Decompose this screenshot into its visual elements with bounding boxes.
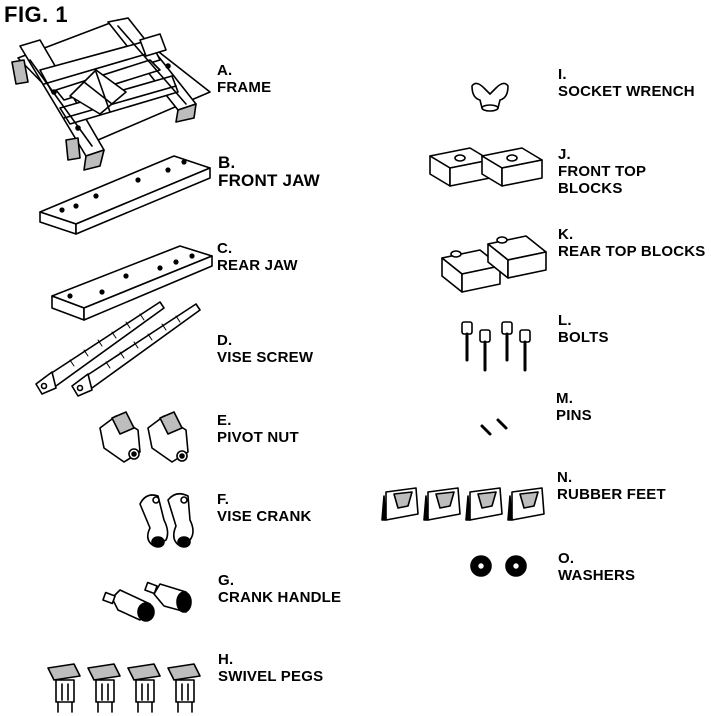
label-rear-top-blocks: K. REAR TOP BLOCKS xyxy=(558,226,705,260)
rear-jaw-drawing xyxy=(52,246,212,320)
part-name: FRONT JAW xyxy=(218,171,320,190)
part-name: WASHERS xyxy=(558,567,636,584)
swivel-pegs-drawing xyxy=(48,664,200,712)
label-socket-wrench: I. SOCKET WRENCH xyxy=(558,66,695,100)
front-jaw-drawing xyxy=(40,156,210,234)
part-name: CRANK HANDLE xyxy=(218,589,342,606)
part-name: VISE SCREW xyxy=(217,349,314,366)
part-letter: A. xyxy=(217,62,233,79)
label-vise-screw: D. VISE SCREW xyxy=(217,332,313,366)
part-letter: D. xyxy=(217,332,233,349)
figure-title: FIG. 1 xyxy=(4,2,69,27)
rear-top-blocks-drawing xyxy=(442,236,546,292)
front-top-blocks-drawing xyxy=(430,148,542,186)
pivot-nut-drawing xyxy=(100,412,188,462)
bolts-drawing xyxy=(462,322,530,370)
part-letter: F. xyxy=(217,491,230,508)
part-letter: C. xyxy=(217,240,233,257)
label-rubber-feet: N. RUBBER FEET xyxy=(557,469,666,503)
part-letter: H. xyxy=(218,651,234,668)
part-letter: M. xyxy=(556,390,574,407)
frame-drawing xyxy=(12,18,210,170)
part-name: BOLTS xyxy=(558,329,609,346)
pins-drawing xyxy=(482,420,506,434)
part-letter: N. xyxy=(557,469,573,486)
label-bolts: L. BOLTS xyxy=(558,312,609,346)
label-vise-crank: F. VISE CRANK xyxy=(217,491,312,525)
part-name: PINS xyxy=(556,407,592,424)
label-front-top-blocks: J. FRONT TOP BLOCKS xyxy=(558,146,711,197)
part-letter: L. xyxy=(558,312,572,329)
part-name: SWIVEL PEGS xyxy=(218,668,324,685)
part-name: REAR TOP BLOCKS xyxy=(558,243,706,260)
part-name: PIVOT NUT xyxy=(217,429,299,446)
label-swivel-pegs: H. SWIVEL PEGS xyxy=(218,651,323,685)
label-pins: M. PINS xyxy=(556,390,592,424)
label-pivot-nut: E. PIVOT NUT xyxy=(217,412,299,446)
label-washers: O. WASHERS xyxy=(558,550,635,584)
label-rear-jaw: C. REAR JAW xyxy=(217,240,298,274)
part-letter: G. xyxy=(218,572,235,589)
part-letter: O. xyxy=(558,550,575,567)
part-letter: K. xyxy=(558,226,574,243)
label-front-jaw: B. FRONT JAW xyxy=(218,154,320,190)
crank-handle-drawing xyxy=(103,583,191,621)
washers-drawing xyxy=(471,556,526,576)
part-letter: E. xyxy=(217,412,232,429)
part-letter: J. xyxy=(558,146,571,163)
part-name: VISE CRANK xyxy=(217,508,312,525)
socket-wrench-drawing xyxy=(472,83,508,111)
rubber-feet-drawing xyxy=(382,488,544,520)
part-name: SOCKET WRENCH xyxy=(558,83,695,100)
vise-crank-drawing xyxy=(140,494,193,547)
vise-screw-drawing xyxy=(36,302,200,396)
label-frame: A. FRAME xyxy=(217,62,271,96)
part-letter: B. xyxy=(218,153,236,172)
part-name: FRONT TOP BLOCKS xyxy=(558,163,646,197)
part-name: REAR JAW xyxy=(217,257,298,274)
label-crank-handle: G. CRANK HANDLE xyxy=(218,572,341,606)
part-name: RUBBER FEET xyxy=(557,486,666,503)
part-letter: I. xyxy=(558,66,567,83)
part-name: FRAME xyxy=(217,79,272,96)
